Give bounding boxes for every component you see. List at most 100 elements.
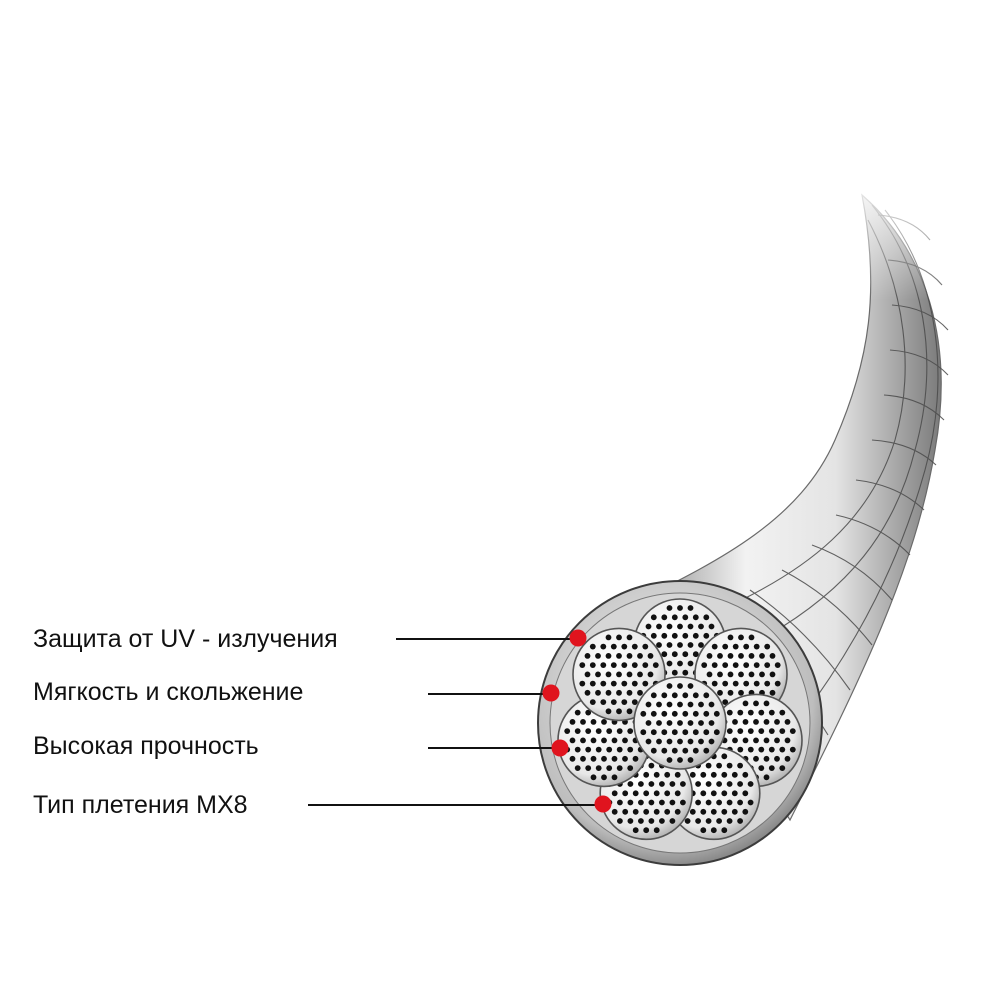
fiber-dot <box>611 790 618 797</box>
fiber-dot <box>768 746 775 753</box>
fiber-dot <box>645 720 652 726</box>
fiber-dot <box>732 643 739 650</box>
fiber-dot <box>590 774 597 781</box>
fiber-dot <box>647 653 654 659</box>
callout-leaders <box>308 629 612 813</box>
fiber-dot <box>721 771 728 778</box>
fiber-dot <box>666 738 673 745</box>
fiber-dot <box>627 765 634 771</box>
fiber-dot <box>631 680 638 687</box>
fiber-dot <box>677 605 683 611</box>
fiber-dot <box>643 827 650 834</box>
fiber-dot <box>687 642 694 648</box>
fiber-dot <box>589 662 596 668</box>
fiber-dot <box>779 728 786 734</box>
fiber-dot <box>600 680 607 687</box>
fiber-dot <box>574 709 581 716</box>
weave-ring-line <box>889 349 949 376</box>
fiber-dot <box>710 827 717 834</box>
fiber-dot <box>674 790 681 797</box>
weave-ring-line <box>855 479 925 511</box>
fiber-dot <box>764 680 771 687</box>
fiber-dot <box>643 790 650 797</box>
fiber-dot <box>784 737 791 744</box>
fiber-dot <box>717 671 723 678</box>
fiber-dot <box>671 747 678 754</box>
fiber-dot <box>726 781 733 787</box>
fiber-dot <box>584 689 591 696</box>
fiber-dot <box>721 808 728 815</box>
fiber-dot <box>716 781 722 787</box>
fiber-dot <box>698 701 704 708</box>
fiber-dot <box>726 799 733 806</box>
fiber-dot <box>726 762 733 769</box>
fiber-dot <box>705 799 712 806</box>
fiber-dot <box>695 781 701 787</box>
fiber-dot <box>579 662 586 668</box>
fiber-dot <box>687 683 694 689</box>
fiber-dot <box>738 671 744 678</box>
fiber-dot <box>680 781 686 787</box>
fiber-dot <box>666 605 673 611</box>
fiber-dot <box>631 643 638 650</box>
fiber-dot <box>682 747 689 754</box>
fiber-dot <box>585 746 592 753</box>
fiber-dot <box>616 765 623 771</box>
fiber-dot <box>758 709 765 716</box>
fiber-dot <box>622 790 629 797</box>
fiber-dot <box>737 728 744 734</box>
fiber-dot <box>656 738 662 745</box>
fiber-dot <box>589 680 596 687</box>
fiber-dot <box>763 774 770 781</box>
fiber-dot <box>650 710 657 717</box>
fiber-dot <box>632 827 639 834</box>
fiber-dot <box>747 781 754 787</box>
fiber-dot <box>569 755 576 762</box>
fiber-dot <box>722 662 729 668</box>
fiber-dot <box>743 662 750 668</box>
fiber-dot <box>708 738 715 745</box>
fiber-dot <box>638 818 644 824</box>
fiber-dot <box>742 808 749 815</box>
fiber-dot <box>753 643 760 650</box>
fiber-dot <box>687 738 694 745</box>
callout-label-weave-type: Тип плетения MX8 <box>33 791 248 819</box>
fiber-dot <box>732 680 739 687</box>
fiber-dot <box>579 680 586 687</box>
fiber-dot <box>710 790 717 797</box>
fiber-dot <box>692 747 699 754</box>
fiber-dot <box>595 746 602 753</box>
fiber-dot <box>677 720 683 726</box>
fiber-dot <box>638 781 644 787</box>
fiber-dot <box>708 701 715 708</box>
fiber-dot <box>584 671 591 678</box>
fiber-dot <box>627 746 634 753</box>
fiber-dot <box>758 728 765 734</box>
fiber-dot <box>671 692 678 699</box>
marker-dot-icon <box>594 795 612 813</box>
fiber-dot <box>600 643 607 650</box>
fiber-dot <box>626 634 633 641</box>
fiber-dot <box>645 701 652 708</box>
fiber-dot <box>742 790 749 797</box>
fiber-dot <box>648 781 655 787</box>
fiber-dot <box>769 689 776 696</box>
fiber-dot <box>684 818 691 824</box>
fiber-dot <box>682 729 689 736</box>
fiber-dot <box>580 737 586 744</box>
weave-ring-line <box>835 514 911 556</box>
fiber-dot <box>669 799 676 806</box>
fiber-dot <box>671 710 678 717</box>
marker-dot-icon <box>569 629 587 647</box>
fiber-dot <box>742 719 749 725</box>
fiber-dot <box>711 680 718 687</box>
fiber-dot <box>664 808 671 815</box>
fiber-dot <box>645 623 652 630</box>
fiber-dot <box>606 746 613 753</box>
fiber-dot <box>616 634 622 641</box>
fiber-dot <box>666 642 673 648</box>
fiber-dot <box>779 765 786 771</box>
fiber-dot <box>590 719 597 725</box>
fiber-dot <box>616 708 622 715</box>
fiber-dot <box>768 709 775 716</box>
